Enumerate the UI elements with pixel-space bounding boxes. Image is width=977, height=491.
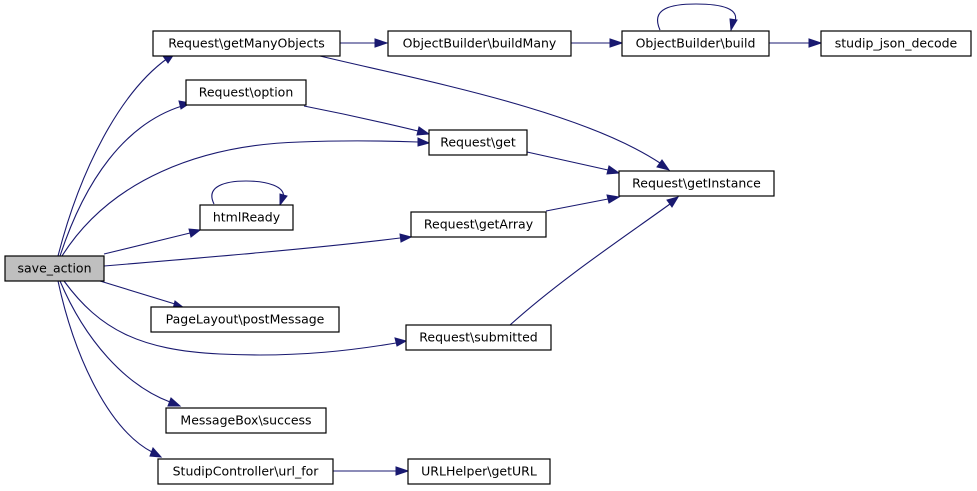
node-label: Request\get: [440, 135, 516, 150]
node-label: Request\getInstance: [632, 176, 761, 191]
node-label: Request\getManyObjects: [168, 36, 325, 51]
edge-save-to-get: [61, 140, 419, 257]
node-request-option[interactable]: Request\option: [185, 79, 307, 106]
edge-arrow: [606, 165, 621, 175]
edges: [57, 3, 823, 476]
edge-arrow: [606, 194, 621, 204]
edge-save-to-getmanyobjects: [57, 57, 169, 257]
edge-submitted-to-getinstance: [509, 203, 671, 326]
edge-arrow: [416, 126, 431, 136]
node-label: Request\getArray: [424, 217, 534, 232]
node-messagebox-success[interactable]: MessageBox\success: [165, 407, 327, 434]
edge-build-self-loop: [657, 3, 737, 31]
edge-arrow: [808, 38, 823, 48]
edge-save-to-submitted: [63, 280, 397, 356]
node-studip-json-decode[interactable]: studip_json_decode: [820, 30, 972, 57]
edge-arrow: [666, 196, 680, 208]
edge-save-to-htmlready: [103, 232, 191, 255]
node-request-getinstance[interactable]: Request\getInstance: [618, 170, 775, 197]
edge-getarray-to-getinstance: [545, 198, 609, 212]
edge-arrow: [609, 38, 624, 48]
edge-save-to-success: [59, 280, 171, 403]
node-urlhelper-geturl[interactable]: URLHelper\getURL: [407, 458, 551, 485]
edge-save-to-urlfor: [57, 280, 153, 453]
node-request-getarray[interactable]: Request\getArray: [410, 211, 547, 238]
node-request-getmanyobjects[interactable]: Request\getManyObjects: [152, 30, 341, 57]
edge-arrow: [417, 137, 431, 147]
edge-save-to-getarray: [103, 237, 401, 267]
node-label: MessageBox\success: [180, 413, 311, 428]
edge-arrow: [395, 466, 410, 476]
node-objectbuilder-build[interactable]: ObjectBuilder\build: [621, 30, 770, 57]
edge-arrow: [188, 228, 202, 238]
node-label: PageLayout\postMessage: [166, 312, 325, 327]
node-label: URLHelper\getURL: [421, 464, 537, 479]
node-label: htmlReady: [213, 210, 281, 225]
edge-arrow: [167, 397, 182, 407]
node-request-submitted[interactable]: Request\submitted: [405, 324, 552, 351]
edge-save-to-postmessage: [99, 280, 176, 305]
edge-get-to-getinstance: [526, 151, 609, 171]
node-htmlready[interactable]: htmlReady: [199, 204, 294, 231]
edge-htmlready-self-loop: [211, 180, 284, 205]
edge-arrow: [279, 193, 288, 207]
edge-arrow: [399, 233, 413, 243]
edge-getmanyobjects-to-getinstance: [319, 55, 661, 164]
node-request-get[interactable]: Request\get: [428, 129, 528, 156]
edge-arrow: [729, 18, 738, 32]
node-label: ObjectBuilder\build: [636, 36, 756, 51]
edge-option-to-get: [303, 105, 419, 132]
node-label: Request\submitted: [419, 330, 537, 345]
edge-arrow: [656, 159, 671, 171]
edge-arrow: [149, 447, 163, 458]
edge-arrow: [374, 38, 389, 48]
node-pagelayout-postmessage[interactable]: PageLayout\postMessage: [150, 306, 340, 333]
node-label: StudipController\url_for: [173, 464, 320, 479]
node-objectbuilder-buildmany[interactable]: ObjectBuilder\buildMany: [387, 30, 572, 57]
edge-arrow: [394, 337, 408, 347]
node-studipcontroller-urlfor[interactable]: StudipController\url_for: [157, 458, 334, 485]
node-save-action[interactable]: save_action: [4, 255, 105, 282]
node-label: ObjectBuilder\buildMany: [403, 36, 557, 51]
edge-save-to-option: [59, 105, 183, 257]
node-label: studip_json_decode: [835, 36, 958, 51]
node-label: save_action: [18, 261, 92, 276]
node-label: Request\option: [199, 85, 294, 100]
